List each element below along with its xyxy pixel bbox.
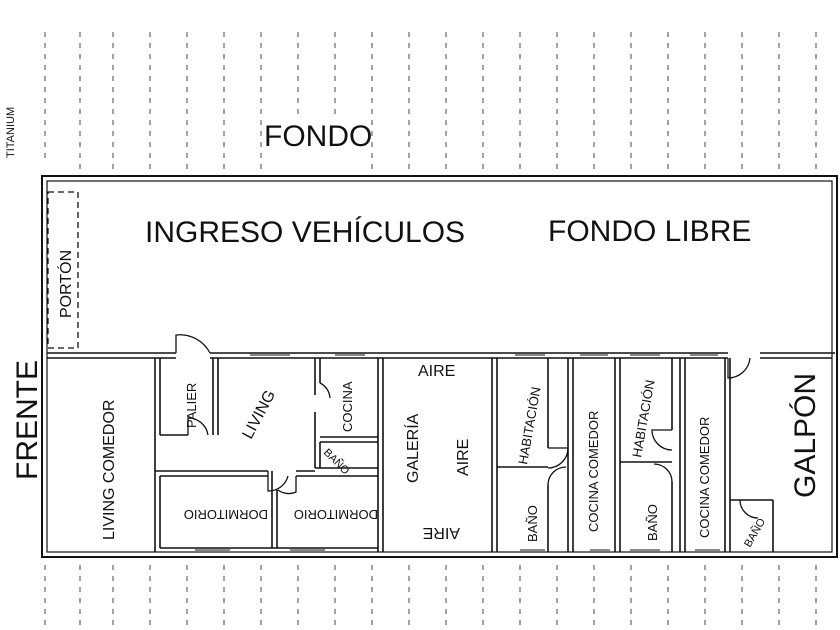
room-cocina-comedor-1: COCINA COMEDOR bbox=[586, 411, 601, 532]
back-side-label: FONDO bbox=[264, 120, 372, 153]
room-aire-mid: AIRE bbox=[455, 439, 472, 476]
room-bano-3: BAÑO bbox=[645, 504, 660, 541]
room-cocina-comedor-2: COCINA COMEDOR bbox=[697, 417, 712, 538]
room-living-comedor-1: LIVING COMEDOR bbox=[101, 400, 118, 540]
gate-label: PORTÓN bbox=[56, 250, 75, 318]
room-bano-1: BAÑO bbox=[321, 446, 353, 478]
lot-lines-top bbox=[44, 32, 817, 175]
room-living: LIVING bbox=[240, 388, 280, 442]
vehicle-entry-label: INGRESO VEHÍCULOS bbox=[145, 216, 465, 249]
room-galpon: GALPÓN bbox=[789, 373, 822, 498]
room-aire-top: AIRE bbox=[418, 363, 455, 380]
free-back-label: FONDO LIBRE bbox=[548, 215, 751, 248]
room-cocina: COCINA bbox=[340, 381, 355, 432]
room-galeria: GALERÍA bbox=[403, 413, 422, 483]
gate-box bbox=[47, 191, 79, 349]
room-palier: PALIER bbox=[184, 383, 199, 428]
room-habitacion-1: HABITACIÓN bbox=[515, 386, 543, 466]
room-aire-bottom: AIRE bbox=[423, 524, 460, 541]
room-habitacion-2: HABITACIÓN bbox=[629, 379, 657, 459]
room-dormitorio-2: DORMITORIO bbox=[294, 507, 378, 522]
room-bano-2: BAÑO bbox=[525, 505, 540, 542]
door-swings bbox=[175, 334, 759, 519]
room-dormitorio-1: DORMITORIO bbox=[184, 507, 268, 522]
walls bbox=[47, 352, 835, 552]
room-bano-4: BAÑO bbox=[741, 516, 768, 550]
front-side-label: FRENTE bbox=[11, 360, 44, 480]
window-marks bbox=[195, 354, 720, 551]
outer-boundary bbox=[41, 175, 838, 558]
lot-lines-bottom bbox=[44, 565, 817, 628]
watermark-text: TITANIUM bbox=[5, 107, 17, 158]
